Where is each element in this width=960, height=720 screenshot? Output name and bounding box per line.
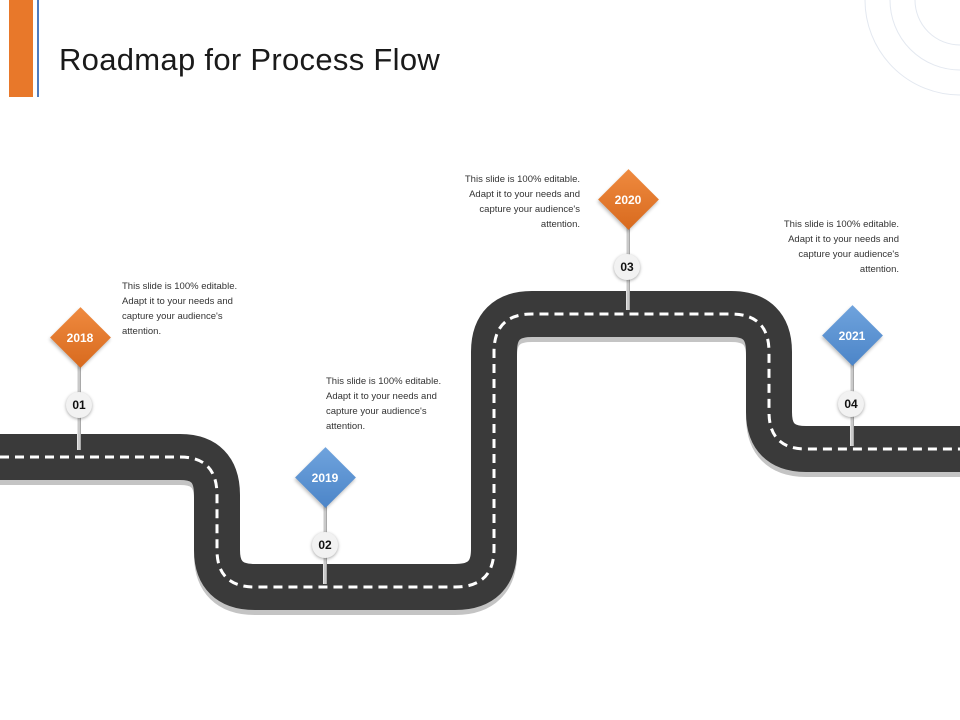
road-center-dashes xyxy=(0,312,960,589)
milestone-2-text: This slide is 100% editable. Adapt it to… xyxy=(326,376,442,432)
milestone-4-number: 04 xyxy=(838,391,864,417)
milestone-4-text: This slide is 100% editable. Adapt it to… xyxy=(783,219,899,275)
milestone-1-number: 01 xyxy=(66,392,92,418)
accent-line xyxy=(37,0,39,97)
milestone-1-text: This slide is 100% editable. Adapt it to… xyxy=(122,281,238,337)
accent-bar xyxy=(9,0,33,97)
page-title: Roadmap for Process Flow xyxy=(59,42,441,77)
milestone-1-year: 2018 xyxy=(66,331,94,345)
milestone-2-year: 2019 xyxy=(311,471,339,485)
milestone-3-number: 03 xyxy=(614,254,640,280)
milestone-2-number: 02 xyxy=(312,532,338,558)
milestone-3-text: This slide is 100% editable. Adapt it to… xyxy=(464,174,580,230)
milestone-3-year: 2020 xyxy=(614,193,642,207)
milestone-4-year: 2021 xyxy=(838,329,866,343)
